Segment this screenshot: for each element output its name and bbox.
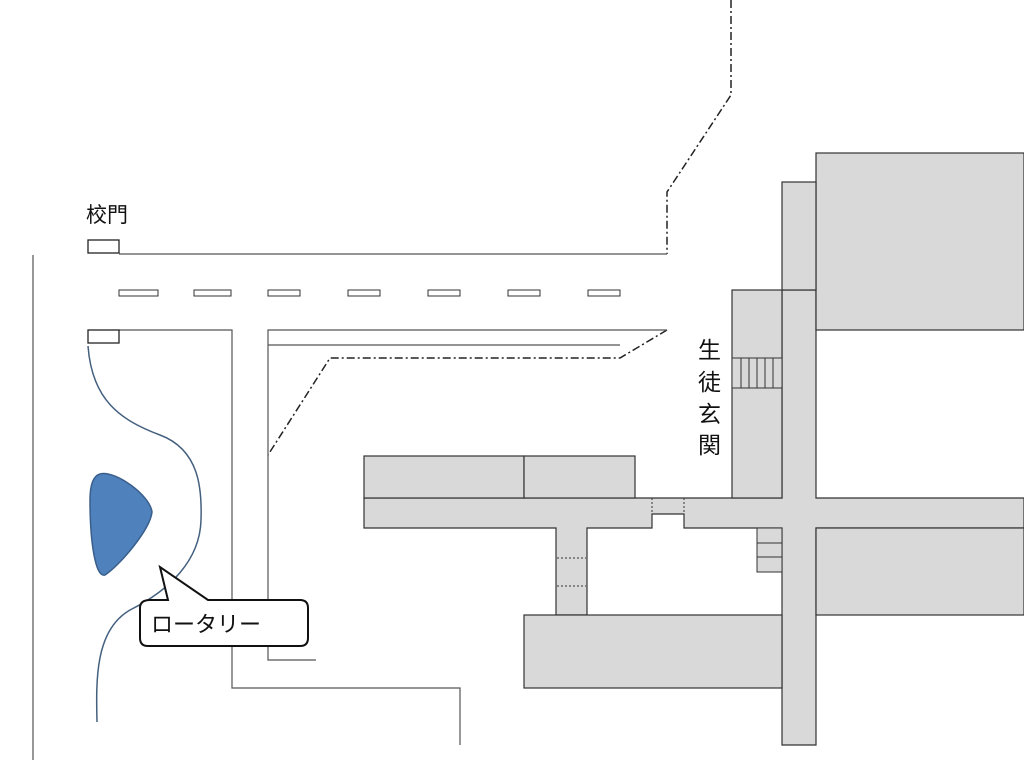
- building-west-b: [523, 455, 636, 499]
- building-south: [523, 614, 783, 689]
- rotary-label: ロータリー: [151, 613, 261, 638]
- rotary-island: [89, 472, 153, 576]
- road-center-dashes: [118, 289, 621, 297]
- label-char: 生: [698, 338, 721, 364]
- building-west-a: [363, 455, 525, 499]
- gate-post-top: [87, 239, 120, 254]
- inner-boundary: [267, 329, 668, 456]
- school-gate-label: 校門: [86, 203, 128, 227]
- rotary-path: [87, 345, 202, 723]
- label-char: 徒: [698, 370, 721, 396]
- building-south-east: [815, 527, 1024, 616]
- student-entrance-label: 生 徒 玄 関: [698, 338, 721, 459]
- student-entrance-building: [731, 289, 783, 499]
- building-north-east: [815, 152, 1024, 331]
- road-edge-right-block: [267, 329, 667, 661]
- label-char: 玄: [698, 402, 721, 428]
- property-boundary: [666, 0, 732, 254]
- road-edge-left-block: [119, 329, 461, 745]
- label-char: 関: [698, 433, 721, 459]
- gate-post-bottom: [87, 329, 120, 344]
- building-narrow: [781, 181, 817, 291]
- stairs-small: [756, 527, 783, 573]
- entrance-stairs: [731, 357, 783, 389]
- rotary-callout: [139, 564, 309, 647]
